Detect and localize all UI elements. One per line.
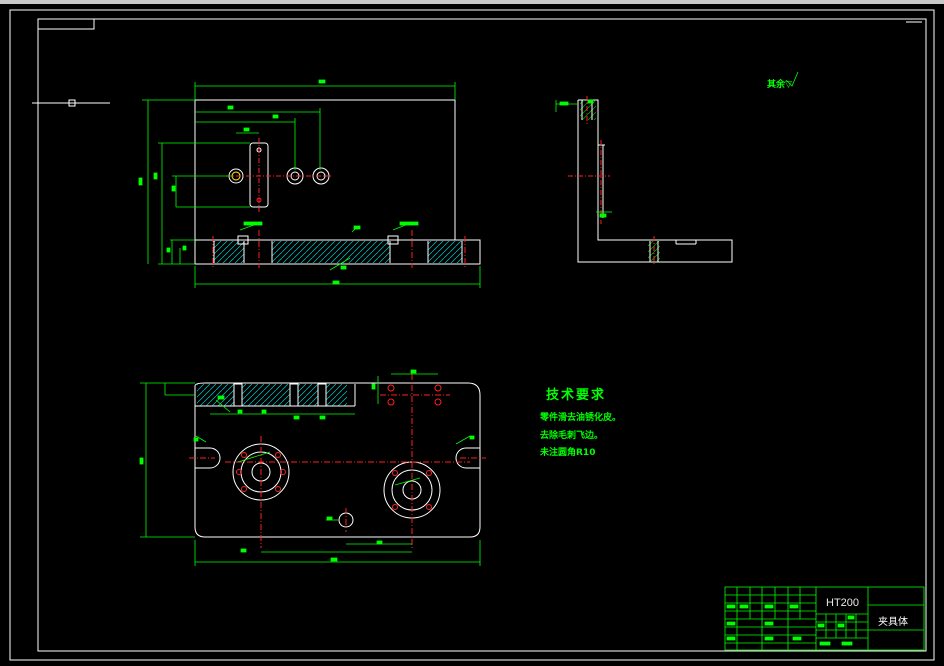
side-view [577,99,733,263]
tech-requirement-item: 去除毛刺飞边。 [540,431,604,441]
tech-requirements-title: 技术要求 [546,388,607,403]
part-name-label: 夹具体 [878,617,908,628]
corner-code-box [37,18,95,30]
inner-border [37,18,927,652]
front-view-dimensions [138,79,481,288]
roughness-symbol [785,71,799,87]
top-view-dimensions [139,369,481,566]
front-view [194,99,481,268]
side-view-centerlines [568,96,655,266]
tech-requirement-item: 零件滑去油锈化皮。 [540,413,622,423]
title-block [724,586,925,651]
side-view-dimensions [555,99,612,218]
top-view [189,374,486,548]
outer-border [9,9,935,661]
window-top-strip [0,0,944,4]
tech-requirement-item: 未注圆角R10 [540,448,596,458]
material-label: HT200 [826,597,860,609]
surface-roughness-note: 其余▽ [767,80,792,90]
reference-symbol [32,99,110,107]
